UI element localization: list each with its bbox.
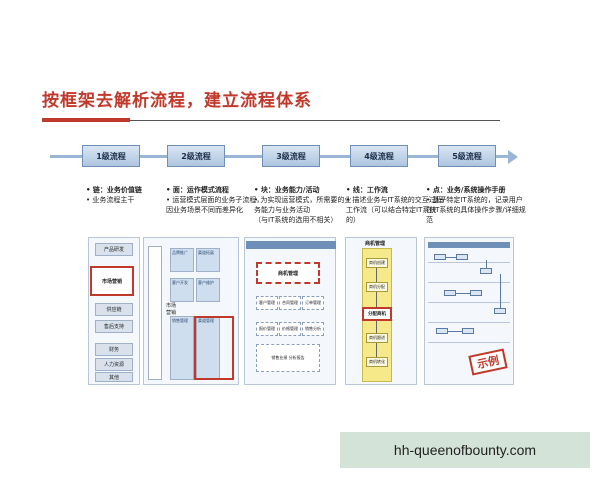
manual-node bbox=[456, 254, 468, 260]
operating-model-cell: 渠道管理 bbox=[196, 316, 220, 380]
manual-node bbox=[494, 308, 506, 314]
manual-connector bbox=[448, 331, 462, 332]
operating-model-highlight bbox=[194, 316, 234, 380]
capability-cell: 价格管理 bbox=[279, 322, 301, 336]
value-chain-item: 其他 bbox=[95, 372, 133, 382]
workflow-step: 商机转化 bbox=[366, 357, 388, 367]
level-4-heading: 线：工作流 bbox=[346, 185, 446, 195]
level-5-box: 5级流程 bbox=[438, 145, 496, 167]
operating-model-cell: 销售管理 bbox=[170, 316, 194, 380]
operating-model-cell: 品牌推广 bbox=[170, 248, 194, 272]
level-3-heading: 块：业务能力/活动 bbox=[254, 185, 354, 195]
level-3-box: 3级流程 bbox=[262, 145, 320, 167]
workflow-step: 商机创建 bbox=[366, 258, 388, 268]
level-5-line: 基于特定IT系统的，记录用户在IT系统的具体操作步骤/详细规范 bbox=[426, 195, 526, 225]
level-3-note: （与IT系统的选用不相关） bbox=[254, 216, 338, 224]
watermark: hh-queenofbounty.com bbox=[340, 432, 590, 468]
value-chain-item: 财务 bbox=[95, 343, 133, 356]
operating-model-cell: 渠道拓展 bbox=[196, 248, 220, 272]
workflow-header: 商机管理 bbox=[365, 241, 386, 247]
page-title: 按框架去解析流程，建立流程体系 bbox=[42, 91, 312, 111]
level-2-desc: 面：运作模式流程 运营模式层面的业务子流程，因业务场景不同而差异化 bbox=[166, 185, 266, 215]
manual-node bbox=[462, 328, 474, 334]
manual-node bbox=[470, 290, 482, 296]
value-chain-highlight: 市场营销 bbox=[90, 266, 134, 296]
manual-node bbox=[436, 328, 448, 334]
level-2-line: 运营模式层面的业务子流程，因业务场景不同而差异化 bbox=[166, 195, 266, 215]
manual-lane-divider bbox=[428, 342, 510, 343]
capability-highlight: 商机管理 bbox=[256, 262, 320, 284]
value-chain-item: 产品研发 bbox=[95, 243, 133, 256]
level-2-heading: 面：运作模式流程 bbox=[166, 185, 266, 195]
title-divider bbox=[130, 120, 500, 121]
level-5-heading: 点：业务/系统操作手册 bbox=[426, 185, 526, 195]
capability-cell: 销售分析 bbox=[302, 322, 324, 336]
level-5-desc: 点：业务/系统操作手册 基于特定IT系统的，记录用户在IT系统的具体操作步骤/详… bbox=[426, 185, 526, 225]
capability-cell: 报价管理 bbox=[256, 322, 278, 336]
manual-connector bbox=[456, 293, 470, 294]
workflow-connector bbox=[376, 268, 377, 282]
workflow-step: 商机分配 bbox=[366, 282, 388, 292]
manual-connector bbox=[500, 274, 501, 308]
manual-lane-divider bbox=[428, 322, 510, 323]
level-1-desc: 链：业务价值链 业务流程主干 bbox=[86, 185, 186, 205]
workflow-connector bbox=[376, 321, 377, 333]
capability-wide-cell: 销售业绩 分析报告 bbox=[256, 344, 320, 372]
capability-cell: 合同管理 bbox=[279, 296, 301, 310]
value-chain-item: 人力资源 bbox=[95, 358, 133, 371]
operating-model-cell: 客户开发 bbox=[170, 278, 194, 302]
manual-header-bar bbox=[428, 242, 510, 248]
manual-lane-divider bbox=[428, 282, 510, 283]
level-4-box: 4级流程 bbox=[350, 145, 408, 167]
workflow-connector bbox=[376, 292, 377, 307]
manual-node bbox=[444, 290, 456, 296]
level-1-box: 1级流程 bbox=[82, 145, 140, 167]
level-4-line: 描述业务与IT系统的交互过程/工作流（可以结合特定IT系统的） bbox=[346, 195, 446, 225]
capability-cell: 客户管理 bbox=[256, 296, 278, 310]
workflow-connector bbox=[376, 343, 377, 357]
level-3-desc: 块：业务能力/活动 为实现运营模式，所需要的业务能力与业务活动 （与IT系统的选… bbox=[254, 185, 354, 225]
manual-lane-divider bbox=[428, 262, 510, 263]
level-3-line: 为实现运营模式，所需要的业务能力与业务活动 bbox=[254, 195, 354, 215]
manual-node bbox=[434, 254, 446, 260]
capability-cell: 订单管理 bbox=[302, 296, 324, 310]
value-chain-item: 售后支持 bbox=[95, 320, 133, 333]
manual-connector bbox=[486, 260, 487, 268]
operating-model-cell: 客户维护 bbox=[196, 278, 220, 302]
level-1-line: 业务流程主干 bbox=[86, 195, 186, 205]
operating-model-strip bbox=[148, 246, 162, 380]
manual-lane-divider bbox=[428, 302, 510, 303]
value-chain-item: 供应链 bbox=[95, 303, 133, 316]
timeline-arrow-icon bbox=[508, 150, 518, 164]
capability-header-bar bbox=[246, 241, 336, 249]
operating-model-side-label: 市场营销 bbox=[166, 303, 177, 316]
workflow-step: 商机跟进 bbox=[366, 333, 388, 343]
level-2-box: 2级流程 bbox=[167, 145, 225, 167]
manual-node bbox=[480, 268, 492, 274]
level-1-heading: 链：业务价值链 bbox=[86, 185, 186, 195]
workflow-highlight: 分配商机 bbox=[362, 307, 392, 321]
level-4-desc: 线：工作流 描述业务与IT系统的交互过程/工作流（可以结合特定IT系统的） bbox=[346, 185, 446, 225]
title-accent-rule bbox=[42, 118, 130, 122]
manual-connector bbox=[446, 257, 456, 258]
